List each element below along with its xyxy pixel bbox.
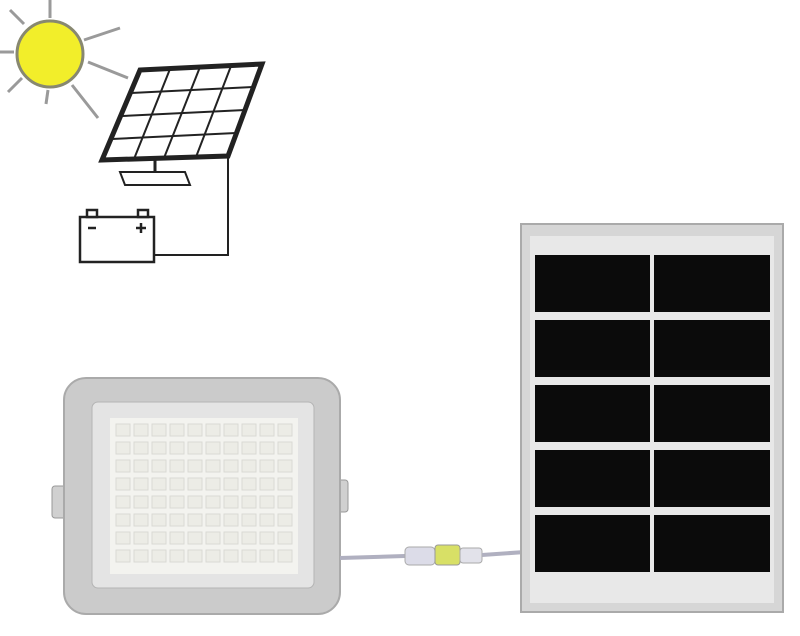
led-chip: [115, 549, 131, 563]
led-chip: [151, 459, 167, 473]
led-chip: [133, 549, 149, 563]
led-chip: [259, 549, 275, 563]
solar-cell: [654, 515, 770, 572]
led-chip: [241, 477, 257, 491]
led-chip: [259, 513, 275, 527]
led-chip: [169, 513, 185, 527]
solar-cell: [535, 450, 650, 507]
led-chip: [151, 531, 167, 545]
led-chip: [187, 441, 203, 455]
solar-cell: [535, 515, 650, 572]
led-chip: [187, 477, 203, 491]
solar-cell: [535, 385, 650, 442]
led-chip: [259, 459, 275, 473]
led-chip: [241, 423, 257, 437]
led-chip: [277, 549, 293, 563]
led-chip: [223, 513, 239, 527]
led-chip: [187, 459, 203, 473]
led-chip: [259, 531, 275, 545]
led-chip: [205, 459, 221, 473]
led-chip: [241, 459, 257, 473]
solar-cell: [654, 255, 770, 312]
led-chip: [277, 441, 293, 455]
led-chip: [169, 441, 185, 455]
led-chip: [151, 477, 167, 491]
led-chip: [151, 549, 167, 563]
led-chip: [241, 513, 257, 527]
led-chip: [133, 495, 149, 509]
led-chip: [241, 495, 257, 509]
led-chip: [205, 477, 221, 491]
led-chip: [133, 423, 149, 437]
led-chip: [115, 423, 131, 437]
led-chip: [133, 459, 149, 473]
led-chip: [169, 495, 185, 509]
led-chip: [133, 513, 149, 527]
led-chip: [205, 531, 221, 545]
led-chip: [151, 513, 167, 527]
led-chip: [259, 423, 275, 437]
led-chip: [187, 549, 203, 563]
solar-panel: [520, 223, 784, 613]
led-chip: [151, 423, 167, 437]
led-chip: [133, 531, 149, 545]
solar-cell: [535, 255, 650, 312]
led-chip: [277, 531, 293, 545]
led-chip: [169, 423, 185, 437]
led-chip: [169, 531, 185, 545]
led-chip: [259, 477, 275, 491]
sun-icon: [0, 0, 129, 119]
led-chip: [223, 477, 239, 491]
led-chip: [241, 441, 257, 455]
led-chip: [205, 549, 221, 563]
solar-panel-icon: [98, 61, 266, 256]
solar-cell: [535, 320, 650, 377]
led-chip: [277, 513, 293, 527]
led-chip: [241, 549, 257, 563]
led-chip: [169, 459, 185, 473]
led-chip: [223, 423, 239, 437]
led-chip: [223, 441, 239, 455]
led-chip: [187, 423, 203, 437]
led-chip: [133, 477, 149, 491]
solar-cell: [654, 385, 770, 442]
led-chip: [205, 495, 221, 509]
led-chip: [133, 441, 149, 455]
led-chip: [223, 459, 239, 473]
led-chip: [277, 459, 293, 473]
cable-connector: [339, 544, 526, 566]
solar-cell: [654, 450, 770, 507]
led-chip: [169, 549, 185, 563]
led-chip: [115, 459, 131, 473]
led-chip: [241, 531, 257, 545]
battery-icon: [78, 208, 156, 264]
led-chip: [115, 441, 131, 455]
led-chip: [115, 477, 131, 491]
floodlight: [51, 377, 349, 615]
led-chip: [223, 531, 239, 545]
solar-cell: [654, 320, 770, 377]
led-chip: [187, 531, 203, 545]
led-chip: [277, 477, 293, 491]
led-chip: [169, 477, 185, 491]
led-chip: [115, 531, 131, 545]
led-chip: [187, 513, 203, 527]
led-chip: [187, 495, 203, 509]
led-chip: [259, 495, 275, 509]
led-chip: [115, 513, 131, 527]
led-chip: [205, 441, 221, 455]
led-chip: [223, 549, 239, 563]
led-chip: [205, 423, 221, 437]
led-chip: [205, 513, 221, 527]
led-chip: [151, 495, 167, 509]
led-chip: [151, 441, 167, 455]
led-chip: [115, 495, 131, 509]
led-chip: [259, 441, 275, 455]
led-chip: [277, 495, 293, 509]
led-chip: [223, 495, 239, 509]
led-chip: [277, 423, 293, 437]
